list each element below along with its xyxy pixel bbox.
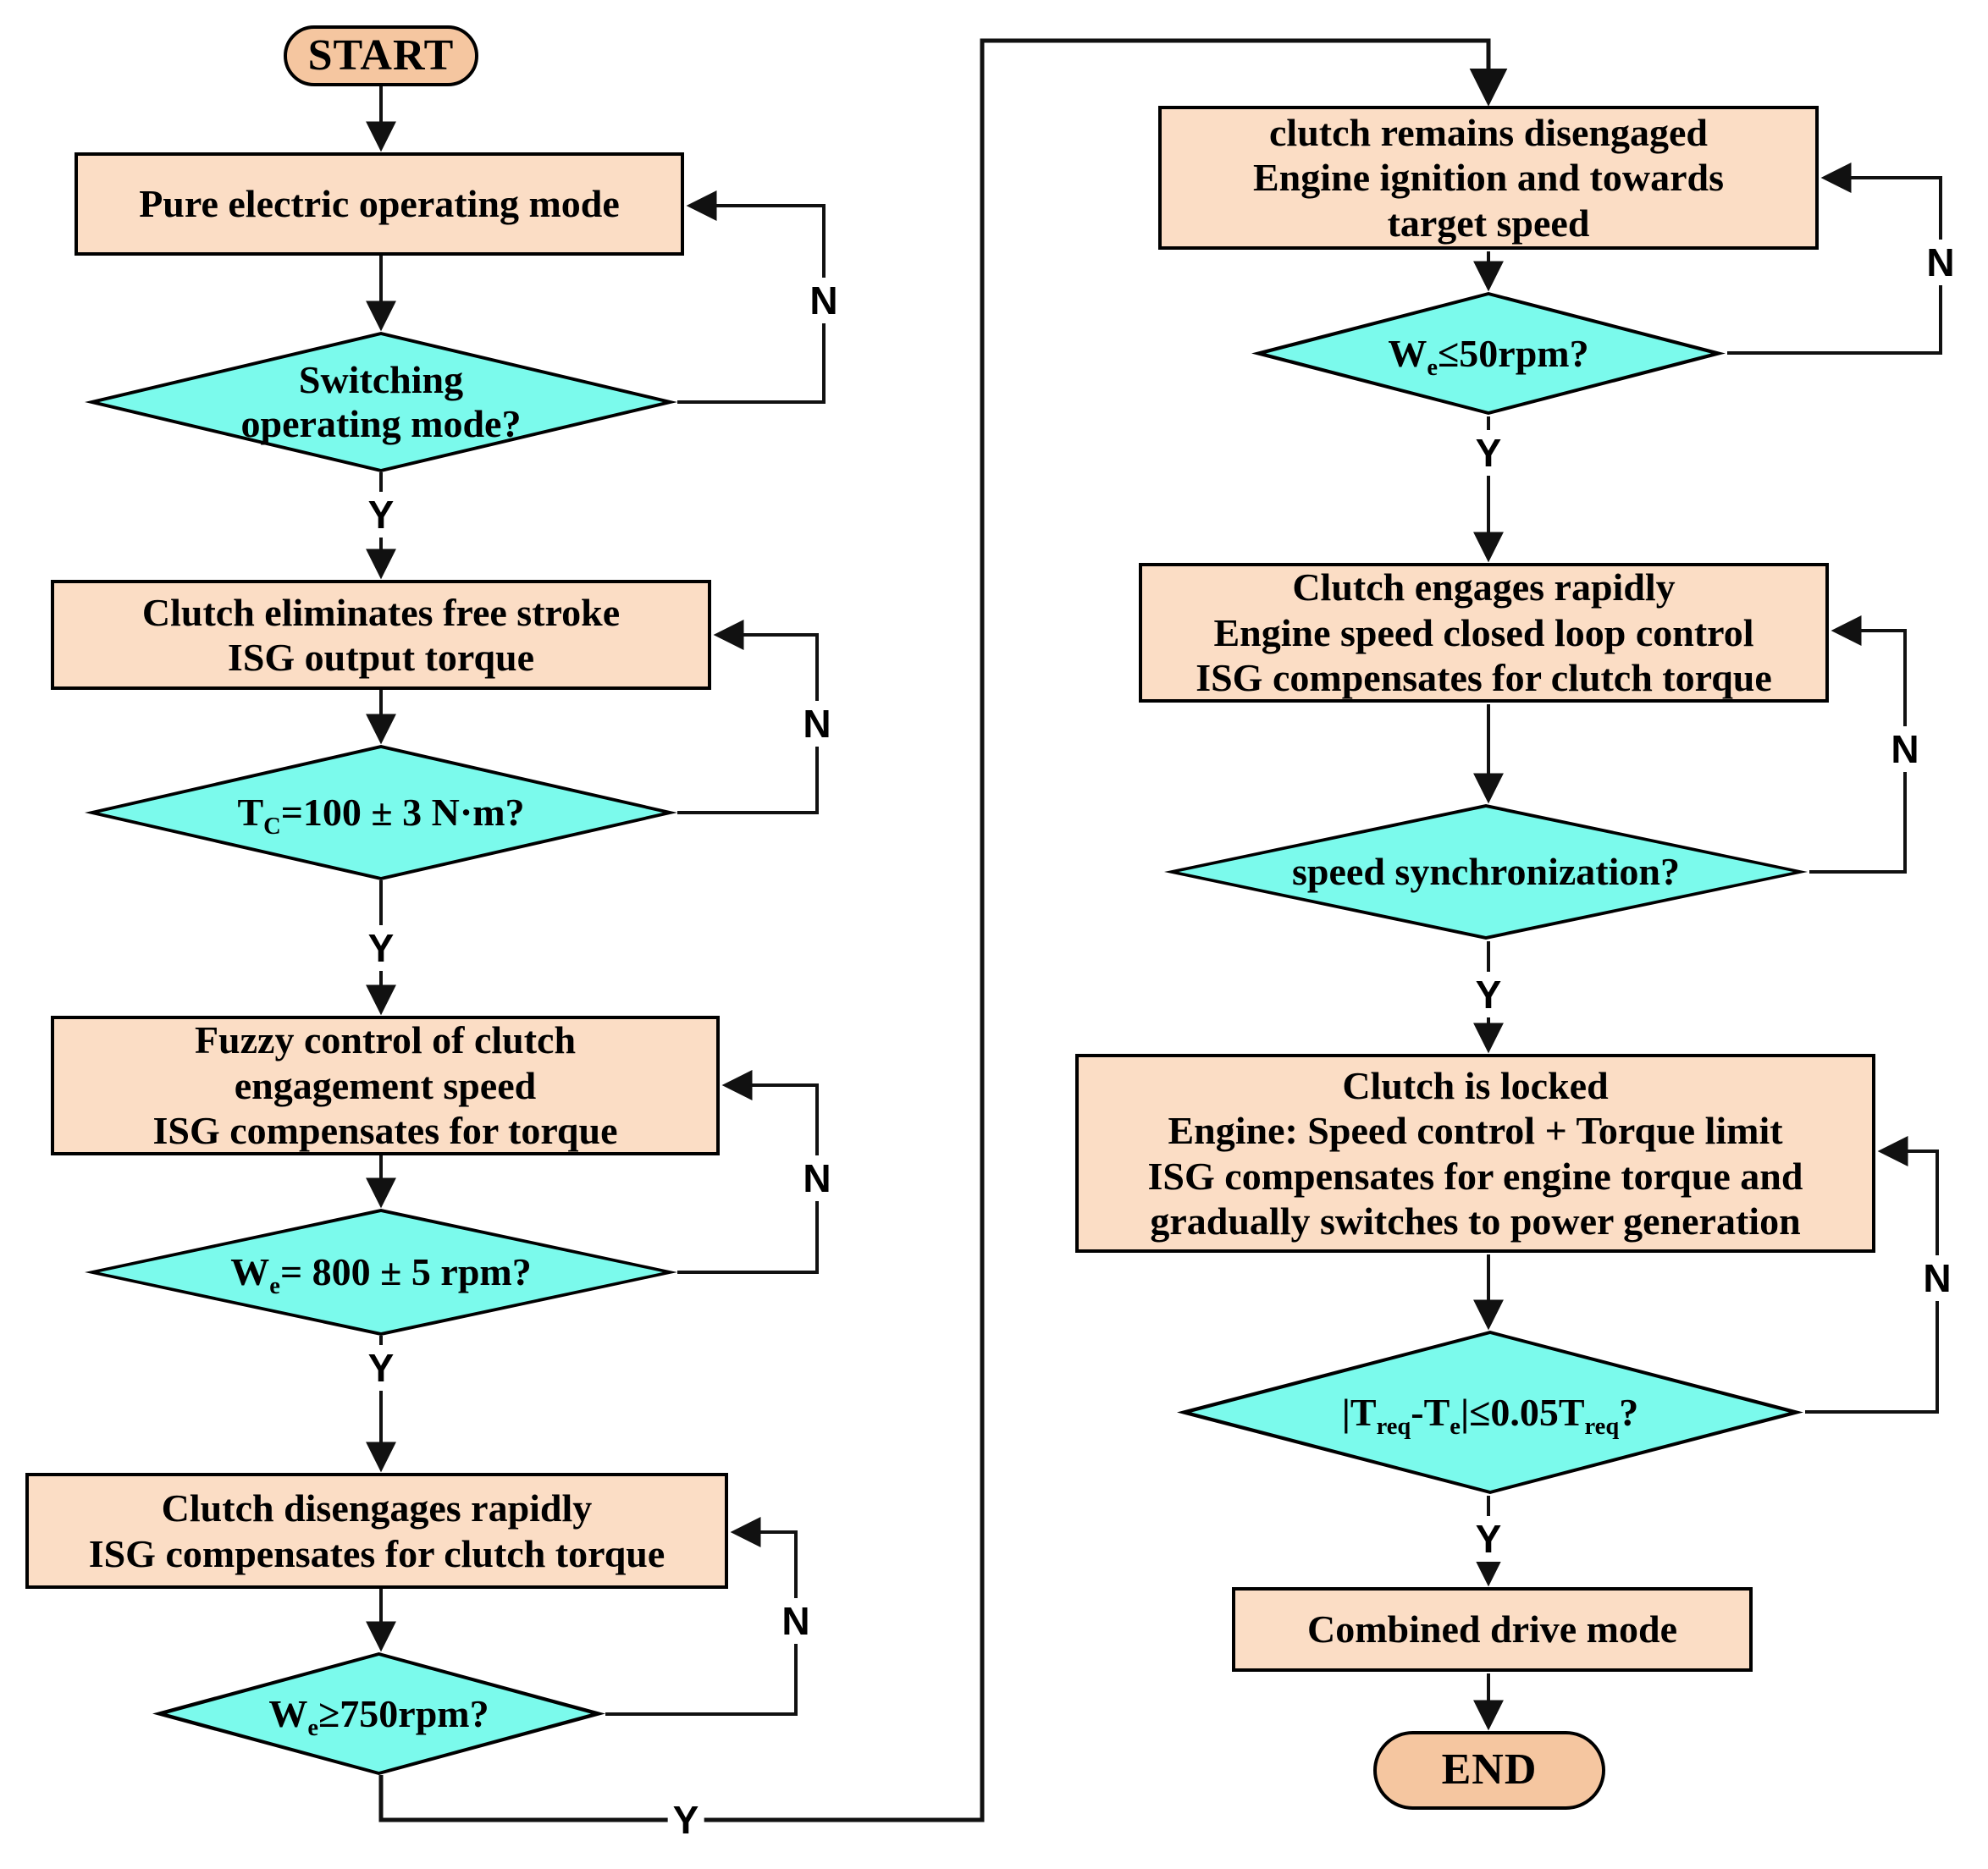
decision-we-50-check: We≤50rpm? [1251,292,1726,415]
edge-label-no: N [798,701,837,747]
decision-we-800-check: We= 800 ± 5 rpm? [85,1209,677,1336]
decision-tc-torque-check: TC=100 ± 3 N·m? [85,745,677,880]
edge-label-no: N [1918,1255,1957,1301]
edge-label-yes: Y [362,1345,400,1391]
node-start: START [284,25,478,86]
edge-label-yes: Y [1470,972,1507,1017]
edge-label-no: N [1886,726,1924,772]
edge-label-no: N [798,1155,837,1201]
edge-label-no: N [804,278,843,323]
node-pure-electric-mode: Pure electric operating mode [75,152,684,256]
edge-label-yes: Y [362,492,400,538]
edge-label-yes: Y [1470,1516,1507,1562]
decision-we-750-check: We≥750rpm? [152,1652,605,1775]
node-end: END [1373,1731,1605,1810]
decision-speed-synchronization: speed synchronization? [1164,804,1808,940]
edge-label-no: N [776,1598,815,1644]
decision-torque-difference-check: |Treq-Te|≤0.05Treq? [1177,1331,1803,1494]
edge-label-yes: Y [667,1797,704,1843]
edge-label-yes: Y [362,925,400,971]
node-combined-drive-mode: Combined drive mode [1232,1587,1753,1672]
edge-label-no: N [1921,240,1960,285]
edge-label-yes: Y [1470,430,1507,476]
